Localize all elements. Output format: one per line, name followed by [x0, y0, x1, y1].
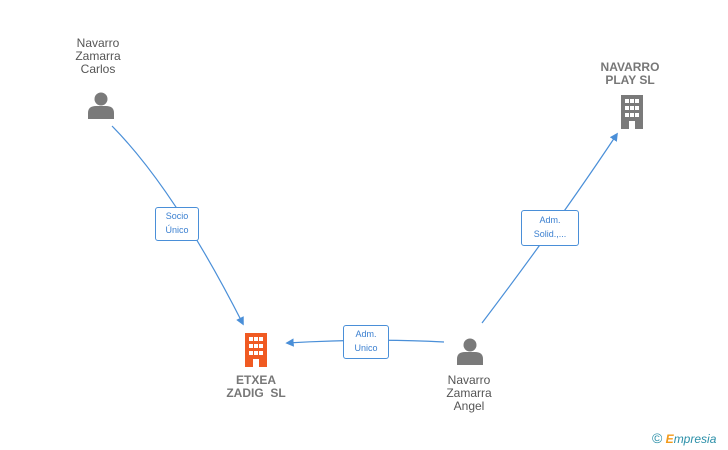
edge-label-line: Solid.,...	[533, 229, 567, 239]
node-label-line: Carlos	[80, 62, 116, 76]
node-label-carlos: Navarro Zamarra Carlos	[58, 37, 138, 76]
node-label-line: ZADIG SL	[226, 386, 286, 400]
node-label-line: Navarro	[447, 373, 491, 387]
node-label-line: Zamarra	[446, 386, 492, 400]
edge-label-line: Adm.	[539, 215, 561, 225]
building-icon	[245, 333, 267, 367]
node-play[interactable]	[617, 95, 647, 129]
copyright-icon: ©	[652, 430, 663, 446]
node-label-line: PLAY SL	[605, 73, 655, 87]
person-icon	[457, 338, 483, 365]
node-label-line: NAVARRO	[600, 60, 660, 74]
node-label-angel: Navarro Zamarra Angel	[429, 374, 509, 413]
brand-name: mpresia	[673, 432, 717, 446]
node-label-play: NAVARRO PLAY SL	[590, 61, 670, 87]
edge-label-socio-unico[interactable]: Socio Único	[155, 207, 199, 241]
node-label-line: Zamarra	[75, 49, 121, 63]
node-label-line: Navarro	[76, 36, 120, 50]
edge-label-line: Socio	[165, 211, 189, 221]
node-angel[interactable]	[455, 337, 485, 365]
node-etxea[interactable]	[241, 333, 271, 367]
node-label-line: ETXEA	[235, 373, 276, 387]
node-label-etxea: ETXEA ZADIG SL	[210, 374, 302, 400]
edge-label-adm-solid[interactable]: Adm. Solid.,...	[521, 210, 579, 246]
edge-label-line: Unico	[354, 343, 378, 353]
brand-e-letter: E	[665, 432, 674, 446]
node-label-line: Angel	[453, 399, 485, 413]
edge-label-line: Único	[165, 225, 189, 235]
person-icon	[88, 92, 114, 119]
building-icon	[621, 95, 643, 129]
node-carlos[interactable]	[86, 91, 116, 119]
edge-label-adm-unico[interactable]: Adm. Unico	[343, 325, 389, 359]
brand-logo: © Empresia	[652, 430, 716, 446]
edge-label-line: Adm.	[355, 329, 377, 339]
